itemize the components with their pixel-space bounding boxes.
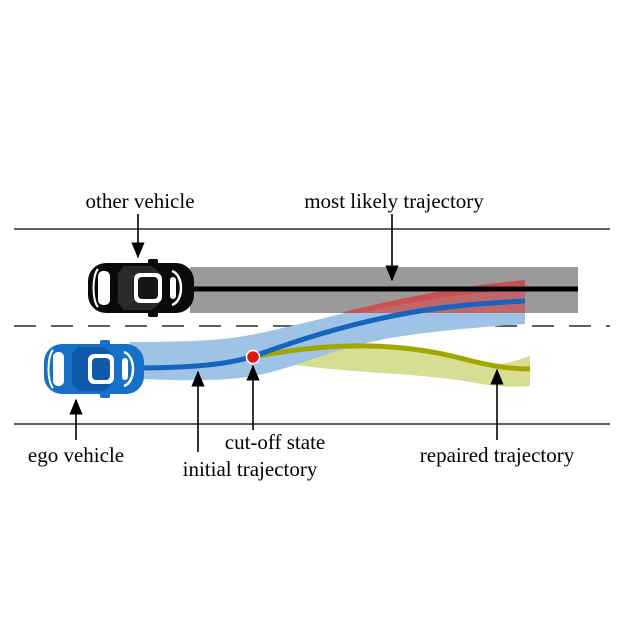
- car-top-view-icon: [88, 259, 194, 317]
- annotation-arrows: [69, 214, 504, 452]
- initial-trajectory-path: [129, 298, 526, 371]
- label-most-likely-trajectory: most likely trajectory: [304, 189, 484, 213]
- label-initial-trajectory: initial trajectory: [183, 457, 318, 481]
- repaired-trajectory-corridor: [255, 346, 530, 387]
- car-top-view-icon: [44, 340, 144, 398]
- label-other-vehicle: other vehicle: [85, 189, 194, 213]
- repaired-trajectory-path: [252, 343, 531, 372]
- other-vehicle-car: [88, 259, 194, 317]
- label-cut-off-state: cut-off state: [225, 430, 326, 454]
- cut-off-state-marker: [245, 349, 261, 365]
- label-ego-vehicle: ego vehicle: [28, 443, 124, 467]
- ego-vehicle-car: [44, 340, 144, 398]
- conflict-overlap-lane: [360, 290, 525, 313]
- label-repaired-trajectory: repaired trajectory: [420, 443, 575, 467]
